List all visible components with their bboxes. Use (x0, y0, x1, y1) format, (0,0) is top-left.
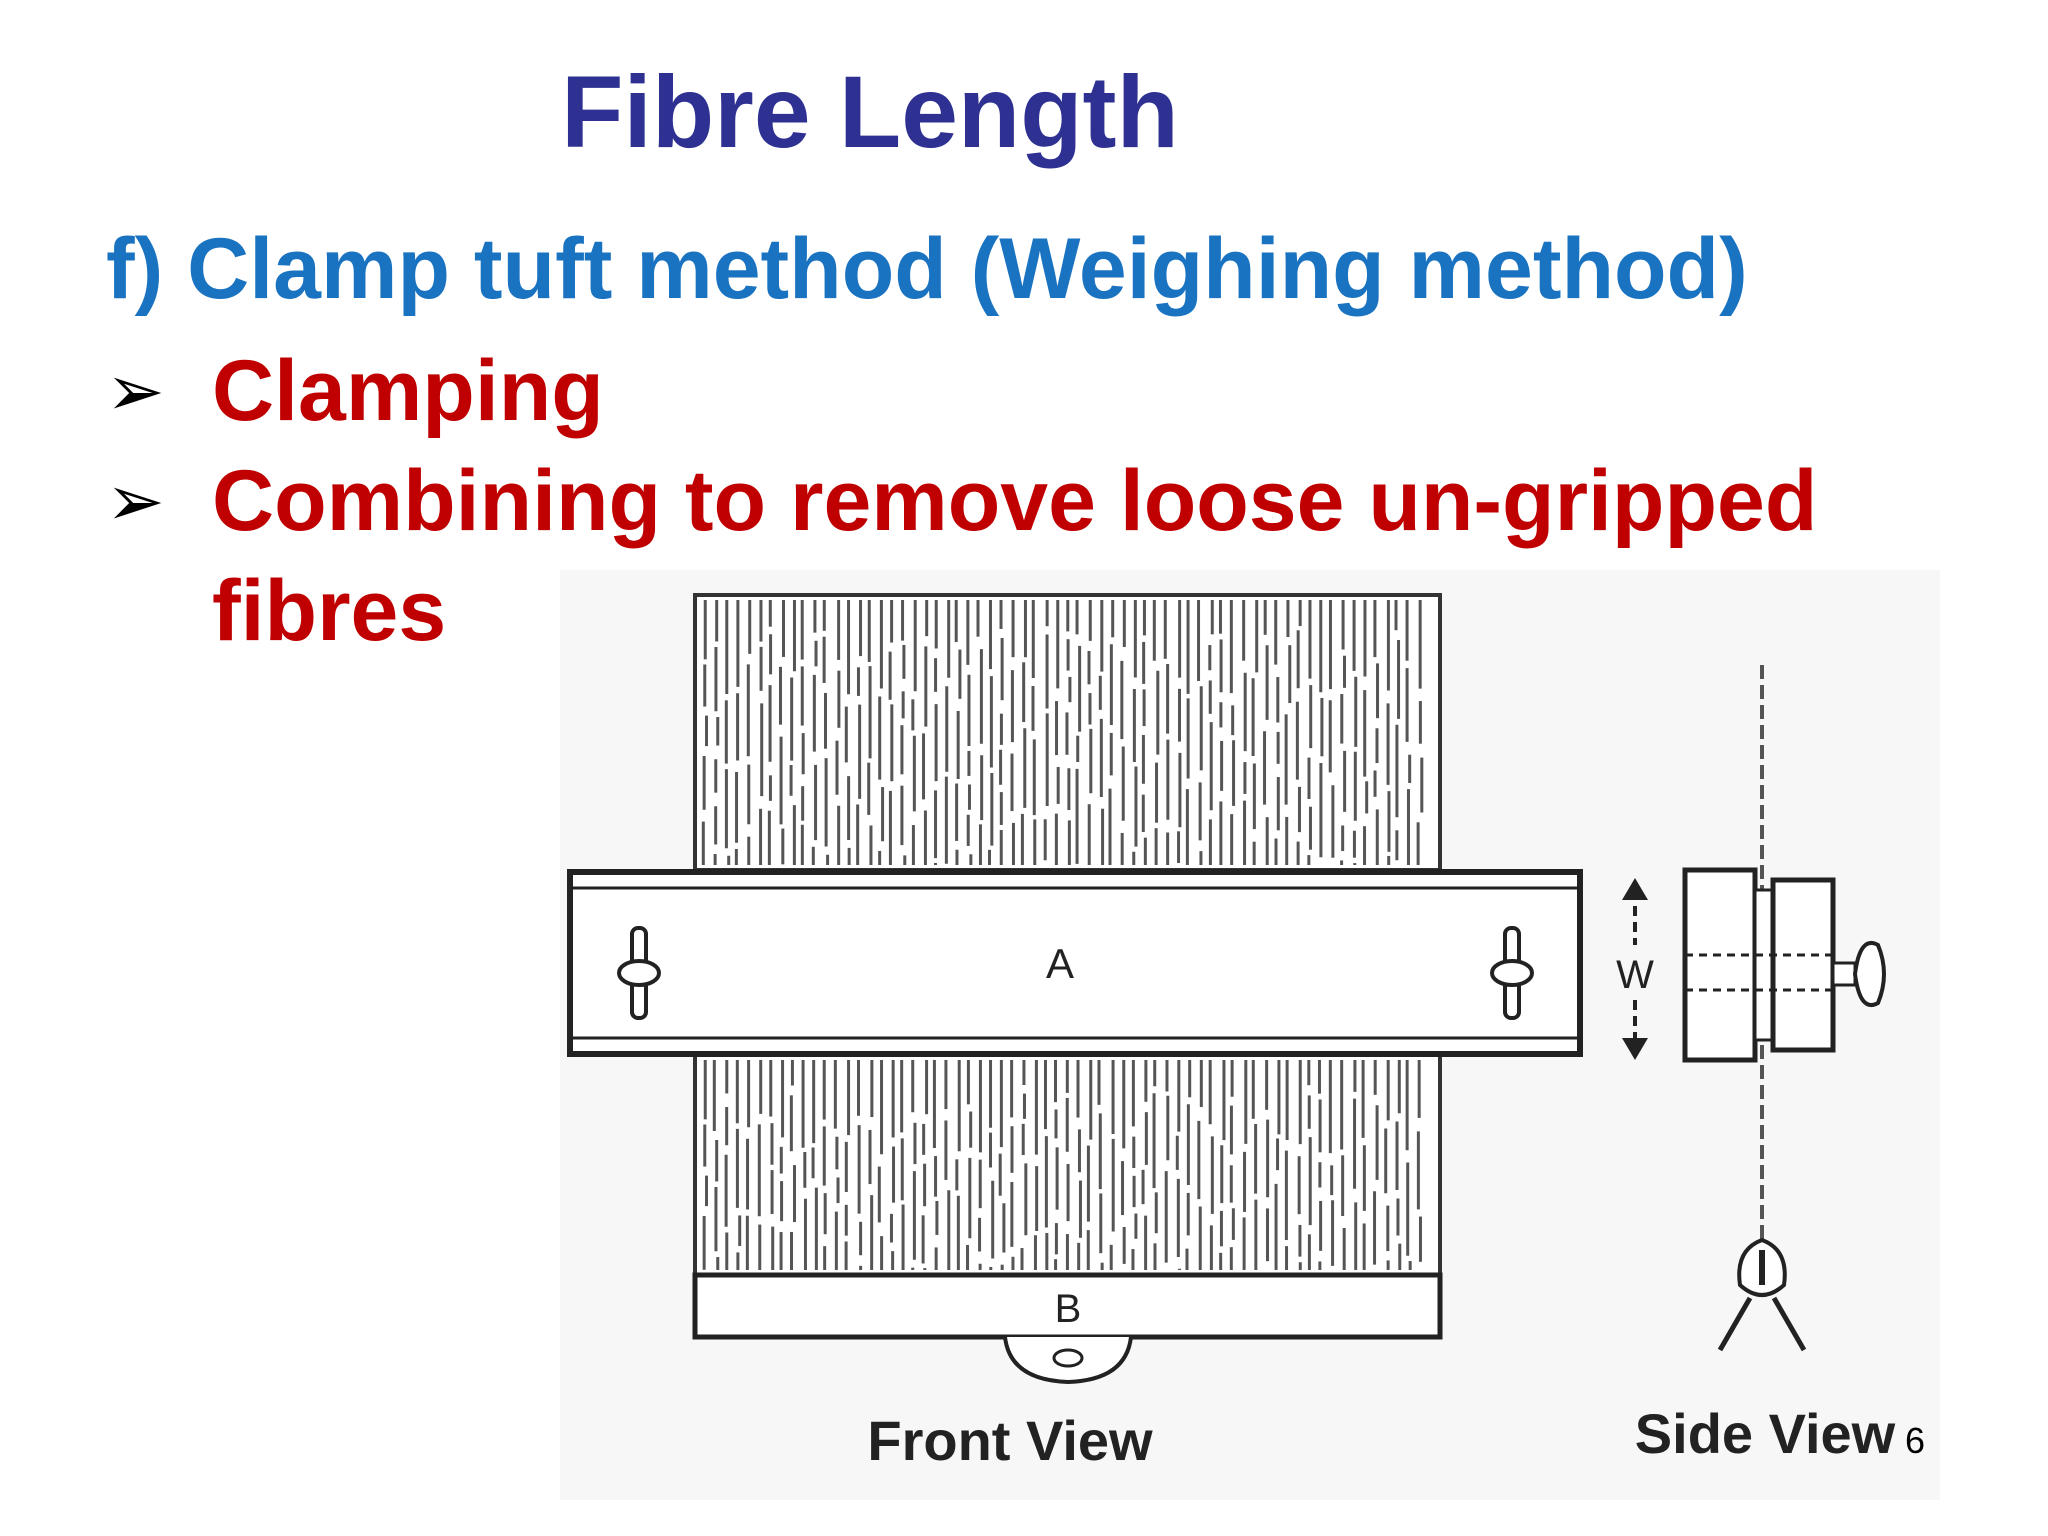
clamp-a: A (567, 869, 1583, 1057)
clamp-a-label: A (1046, 940, 1074, 987)
arrow-bullet-icon: ➢ (106, 460, 165, 542)
fibre-tuft-upper (693, 593, 1442, 872)
clamp-b: B (692, 1272, 1443, 1385)
clamp-b-label: B (1055, 1287, 1082, 1331)
arrow-bullet-icon: ➢ (106, 350, 165, 432)
clamp-tuft-diagram: A W B (100, 560, 1940, 1510)
fibre-tuft-lower (693, 1053, 1442, 1277)
clamp-diagram-svg: A W B (560, 570, 1940, 1500)
bullet-text: Clamping (212, 343, 604, 439)
side-view-assembly (1682, 665, 1886, 1352)
bullet-text: Combining to remove loose un-gripped fib… (212, 453, 1818, 659)
clamp-screw-right (1490, 926, 1534, 1020)
page-number: 6 (1905, 1420, 1926, 1461)
slide-title: Fibre Length (561, 55, 1179, 169)
method-subtitle: f) Clamp tuft method (Weighing method) (106, 221, 1748, 317)
bullet-item-combining: ➢ Combining to remove loose un-gripped f… (106, 446, 2032, 666)
bullet-item-clamping: ➢ Clamping (106, 336, 2032, 446)
width-label: W (1616, 953, 1654, 997)
clamp-screw-left (617, 926, 661, 1020)
width-dimension: W (1616, 878, 1654, 1060)
front-view-label: Front View (867, 1409, 1153, 1472)
bullet-list: ➢ Clamping ➢ Combining to remove loose u… (106, 336, 2032, 666)
side-view-label: Side View (1635, 1402, 1896, 1465)
